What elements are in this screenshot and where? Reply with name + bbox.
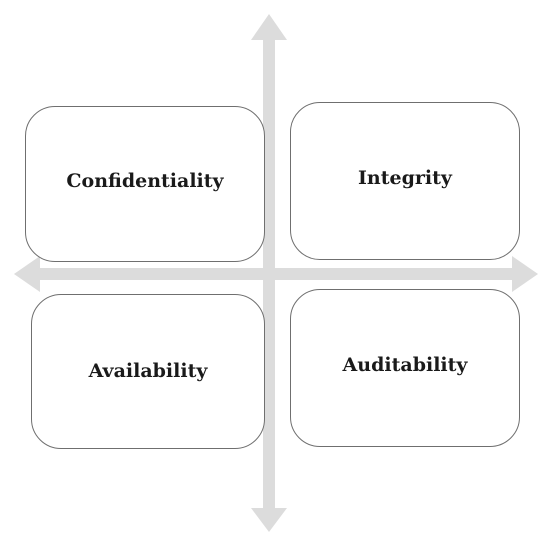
arrow-right-head	[512, 256, 538, 292]
arrow-left-head	[14, 256, 40, 292]
quadrant-box-availability: Availability	[31, 294, 265, 449]
quadrant-box-integrity: Integrity	[290, 102, 520, 260]
quadrant-label: Auditability	[342, 354, 468, 376]
arrow-up-head	[251, 14, 287, 40]
quadrant-box-auditability: Auditability	[290, 289, 520, 447]
arrow-down-head	[251, 508, 287, 532]
quadrant-label: Integrity	[358, 167, 452, 189]
horizontal-double-arrow	[14, 256, 538, 292]
quadrant-label: Confidentiality	[66, 170, 224, 192]
quadrant-box-confidentiality: Confidentiality	[25, 106, 265, 262]
quadrant-label: Availability	[88, 359, 208, 382]
horizontal-arrow-shaft	[36, 268, 514, 280]
